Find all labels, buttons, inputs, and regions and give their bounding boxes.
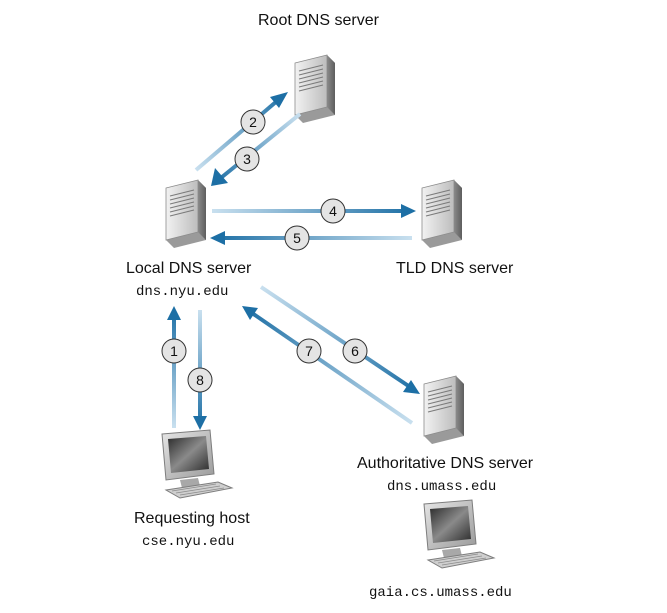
arrow-step-3 — [211, 112, 302, 186]
gaia-host-computer-icon — [423, 499, 496, 569]
authoritative-dns-server-label: Authoritative DNS server — [357, 455, 534, 472]
root-server-icon — [294, 54, 335, 123]
step-label-8: 8 — [196, 372, 204, 388]
local-dns-server-label: Local DNS server — [126, 260, 252, 277]
requesting-host-label: Requesting host — [134, 510, 250, 527]
step-label-2: 2 — [249, 114, 257, 130]
arrow-step-5 — [210, 231, 412, 245]
step-label-3: 3 — [243, 151, 251, 167]
step-label-1: 1 — [170, 343, 178, 359]
step-label-5: 5 — [293, 230, 301, 246]
local-server-icon — [165, 179, 206, 248]
authoritative-server-icon — [423, 375, 464, 444]
arrow-step-6 — [259, 285, 420, 394]
requesting-host-computer-icon — [161, 429, 234, 499]
step-badge-2: 2 — [240, 109, 266, 135]
step-badge-8: 8 — [187, 367, 213, 393]
step-badge-4: 4 — [320, 198, 346, 224]
gaia-hostname: gaia.cs.umass.edu — [369, 585, 512, 601]
step-badge-1: 1 — [161, 338, 187, 364]
arrow-step-2 — [194, 92, 288, 172]
arrow-step-8 — [193, 310, 207, 430]
arrow-step-4 — [212, 204, 416, 218]
arrow-step-1 — [167, 306, 181, 428]
step-badge-7: 7 — [296, 338, 322, 364]
root-dns-server-label: Root DNS server — [258, 12, 379, 29]
step-label-4: 4 — [329, 203, 337, 219]
requesting-host-hostname: cse.nyu.edu — [142, 534, 235, 550]
local-dns-hostname: dns.nyu.edu — [136, 284, 229, 300]
step-badge-5: 5 — [284, 225, 310, 251]
tld-server-icon — [421, 179, 462, 248]
step-label-6: 6 — [351, 343, 359, 359]
tld-dns-server-label: TLD DNS server — [396, 260, 514, 277]
authoritative-dns-hostname: dns.umass.edu — [387, 479, 497, 495]
step-label-7: 7 — [305, 343, 313, 359]
step-badge-6: 6 — [342, 338, 368, 364]
arrow-step-7 — [242, 306, 414, 425]
step-badge-3: 3 — [234, 146, 260, 172]
